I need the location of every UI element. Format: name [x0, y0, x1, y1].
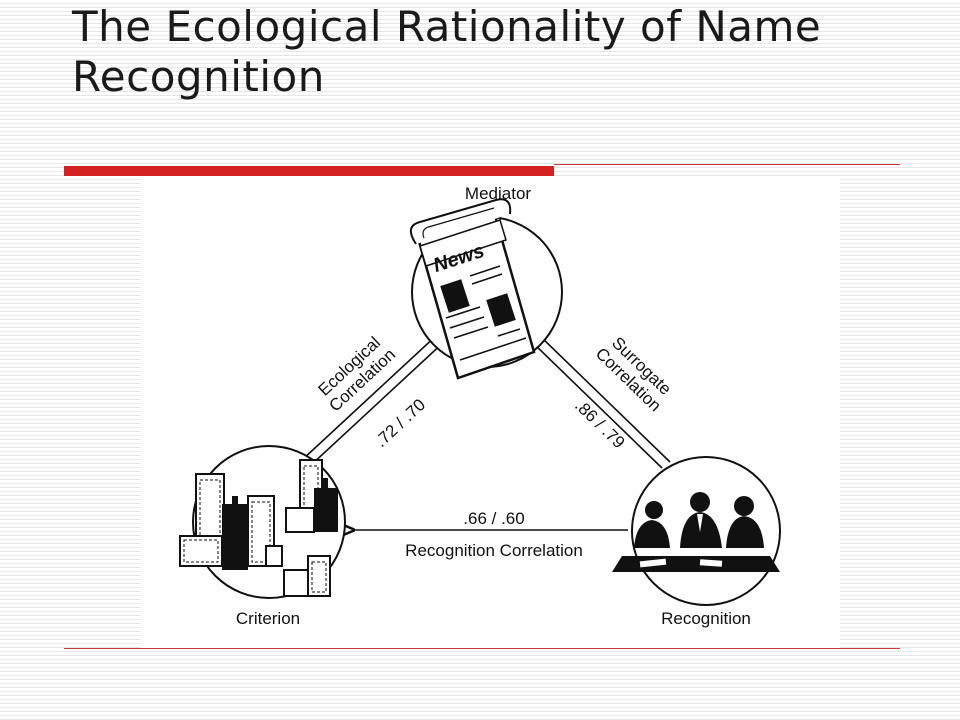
surrogate-connector	[531, 335, 671, 469]
title-underline-thick	[64, 166, 554, 176]
criterion-label: Criterion	[236, 609, 300, 628]
diagram-panel: News Mediator Criterion	[140, 176, 840, 648]
mediator-node: News	[409, 198, 563, 380]
slide-title: The Ecological Rationality of Name Recog…	[72, 2, 822, 101]
mediator-label: Mediator	[465, 184, 531, 203]
recognition-label: Recognition	[661, 609, 751, 628]
ecological-connector	[301, 333, 447, 467]
footer-rule	[64, 648, 900, 649]
newspaper-icon	[409, 198, 536, 380]
surrogate-value: .86 / .79	[571, 396, 628, 452]
recognition-node	[612, 456, 781, 606]
recognition-correlation-label: Recognition Correlation	[405, 541, 583, 560]
recognition-correlation-value: .66 / .60	[463, 509, 524, 528]
people-meeting-icon	[612, 492, 780, 572]
criterion-node	[179, 445, 346, 599]
ecological-value: .72 / .70	[371, 395, 429, 451]
ecological-rationality-diagram: News Mediator Criterion	[179, 184, 781, 628]
title-underline-thin	[554, 164, 900, 165]
city-buildings-icon	[179, 459, 338, 597]
